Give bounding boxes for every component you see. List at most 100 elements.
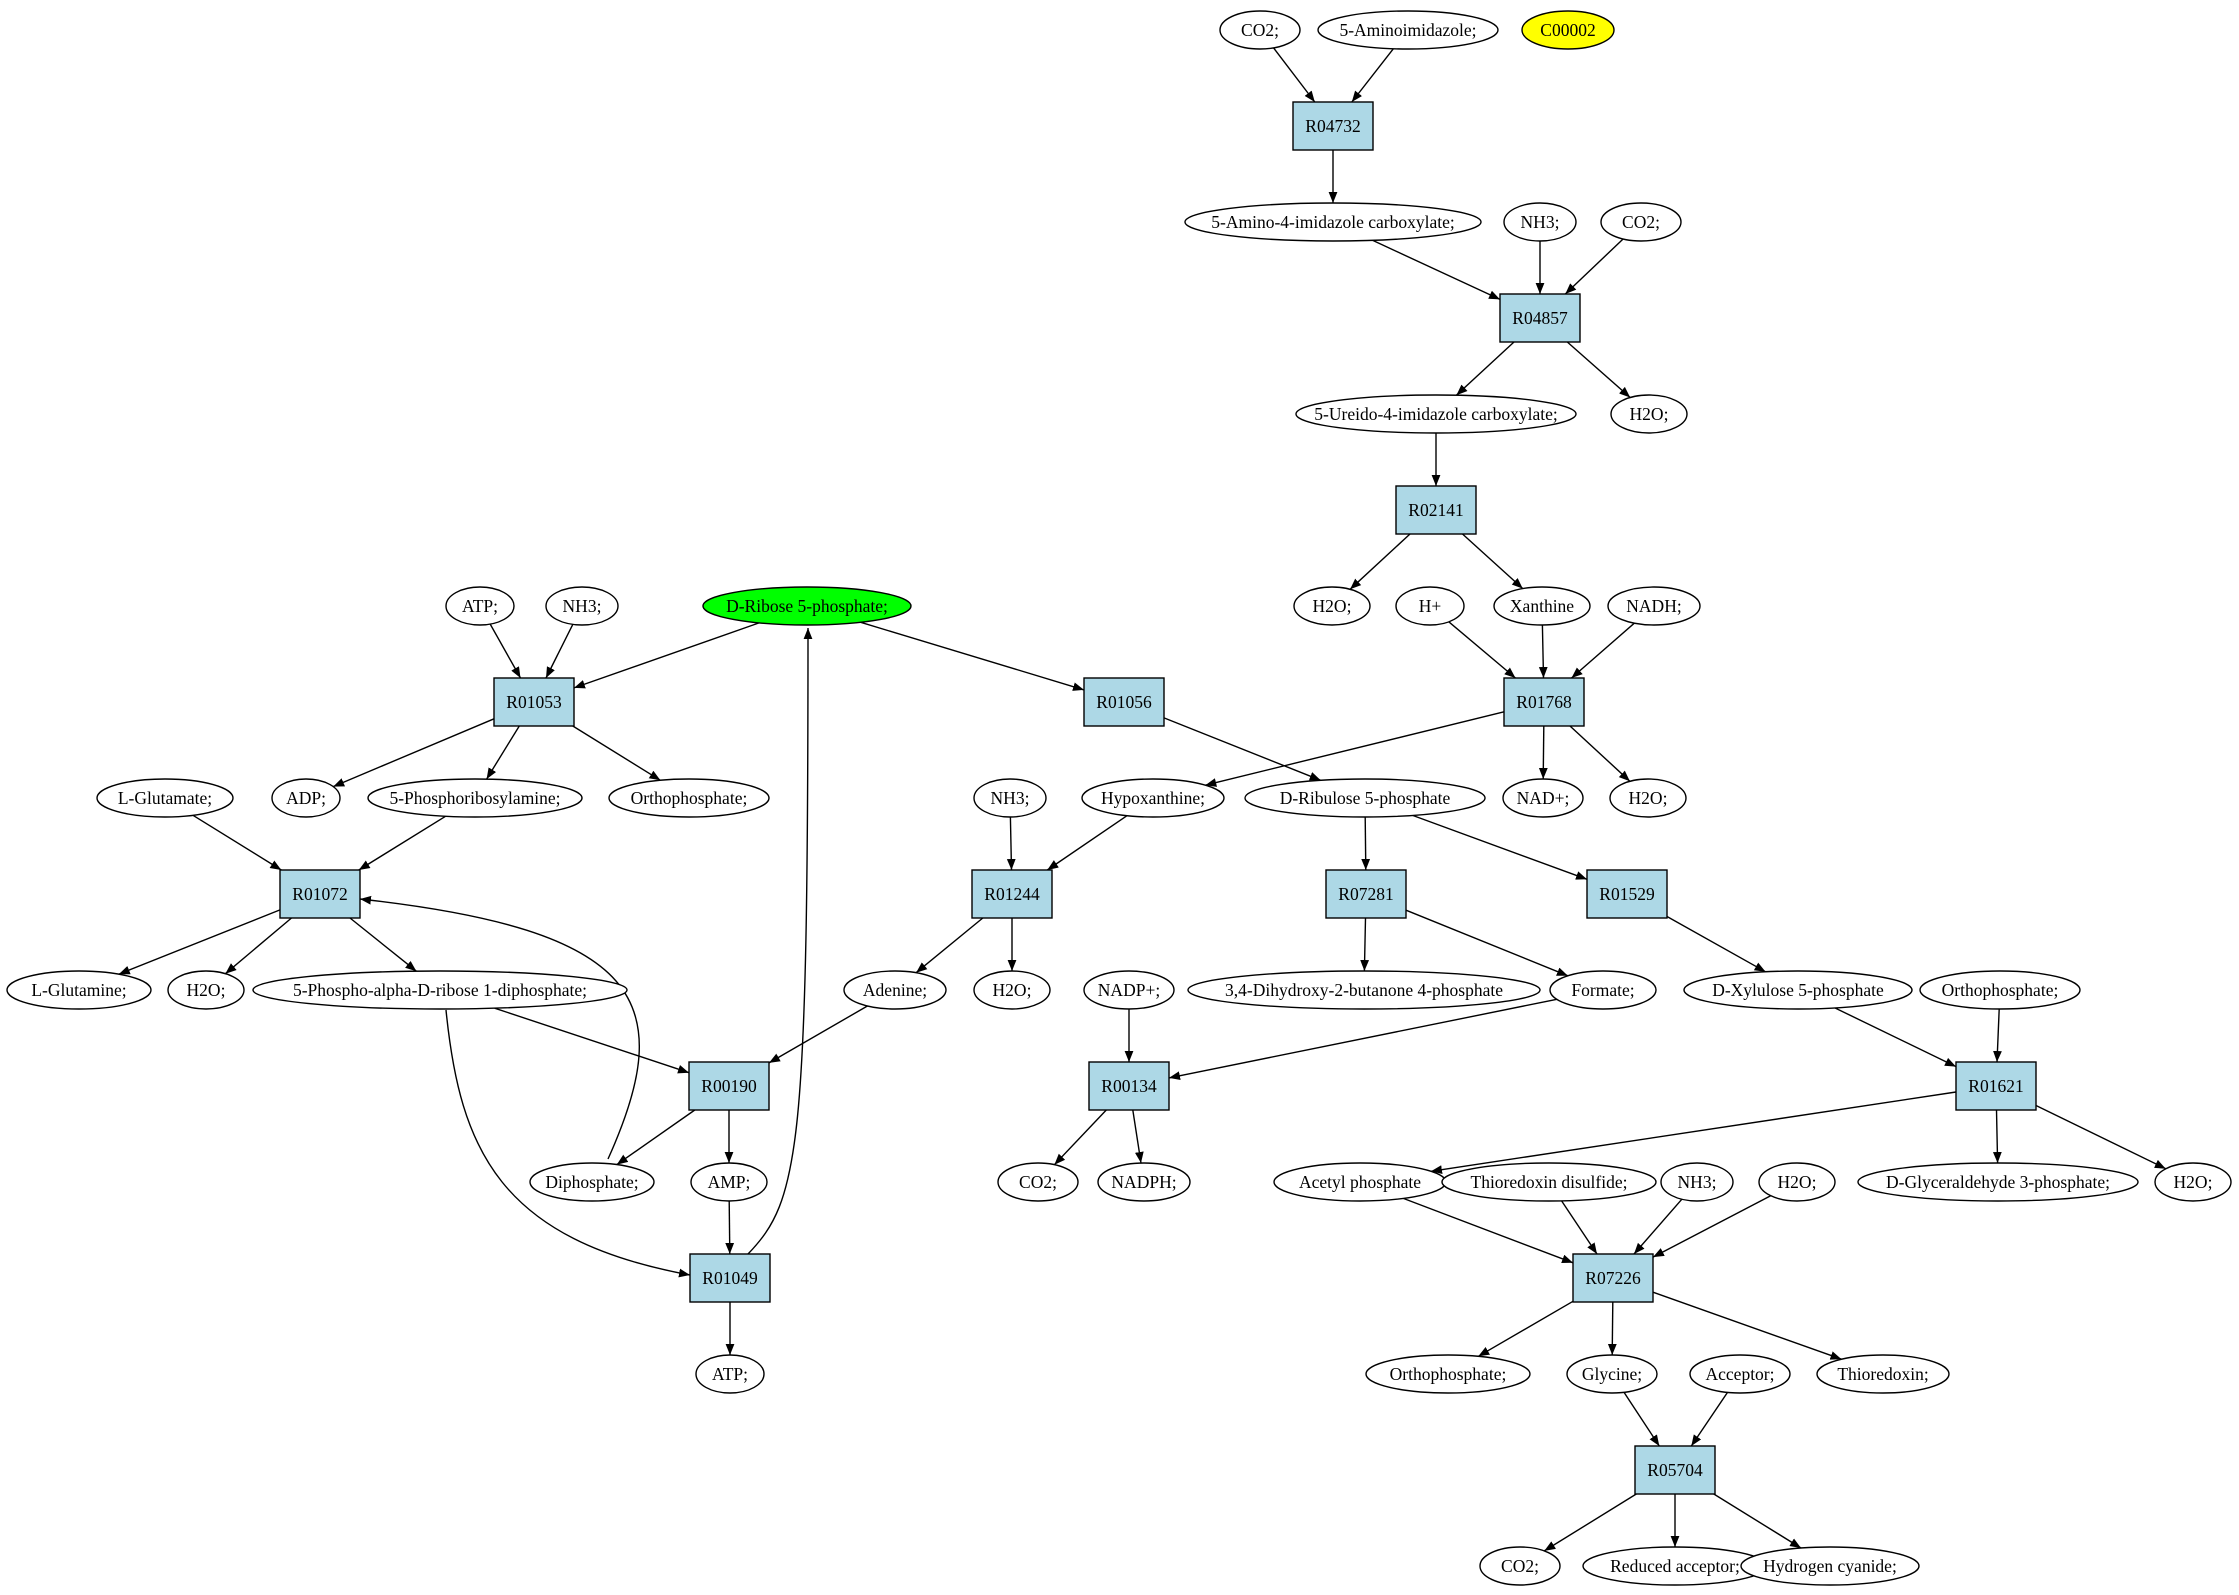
compound-node-c_nadplus[interactable]: NAD+; <box>1502 778 1584 818</box>
reaction-node-r_R01621[interactable]: R01621 <box>1955 1061 2037 1111</box>
compound-ellipse <box>997 1162 1079 1202</box>
compound-node-c_h2o_e[interactable]: H2O; <box>973 970 1051 1010</box>
compound-node-c_adp[interactable]: ADP; <box>271 778 341 818</box>
compound-node-c_c00002[interactable]: C00002 <box>1521 10 1615 50</box>
edge-c_xu5p-to-r_R01621 <box>1834 1007 1957 1068</box>
reaction-box <box>1395 485 1477 535</box>
compound-ellipse <box>1502 778 1584 818</box>
compound-node-c_hypoxanthine[interactable]: Hypoxanthine; <box>1081 778 1225 818</box>
compound-node-c_ortho_b[interactable]: Orthophosphate; <box>1919 970 2081 1010</box>
compound-node-c_prpp[interactable]: 5-Phospho-alpha-D-ribose 1-diphosphate; <box>252 970 628 1010</box>
compound-node-c_xanthine[interactable]: Xanthine <box>1493 586 1591 626</box>
compound-node-c_nadph[interactable]: NADPH; <box>1097 1162 1191 1202</box>
compound-node-c_atp_a[interactable]: ATP; <box>445 586 515 626</box>
node-label: Thioredoxin; <box>1837 1364 1928 1384</box>
compound-node-c_nh3_b[interactable]: NH3; <box>545 586 619 626</box>
compound-node-c_acetylp[interactable]: Acetyl phosphate <box>1273 1162 1447 1202</box>
node-label: R05704 <box>1647 1460 1703 1480</box>
compound-node-c_5pra[interactable]: 5-Phosphoribosylamine; <box>367 778 583 818</box>
reaction-node-r_R04732[interactable]: R04732 <box>1292 101 1374 151</box>
compound-node-c_nadh[interactable]: NADH; <box>1607 586 1701 626</box>
compound-node-c_hplus[interactable]: H+ <box>1395 586 1465 626</box>
compound-node-c_formate[interactable]: Formate; <box>1549 970 1657 1010</box>
node-label: CO2; <box>1241 20 1279 40</box>
node-label: R00134 <box>1101 1076 1157 1096</box>
compound-node-c_ru5p[interactable]: D-Ribulose 5-phosphate <box>1244 778 1486 818</box>
compound-node-c_lglutamine[interactable]: L-Glutamine; <box>6 970 152 1010</box>
reaction-node-r_R01244[interactable]: R01244 <box>971 869 1053 919</box>
compound-node-c_ortho_a[interactable]: Orthophosphate; <box>608 778 770 818</box>
compound-node-c_ortho_c[interactable]: Orthophosphate; <box>1365 1354 1531 1394</box>
reaction-node-r_R07226[interactable]: R07226 <box>1572 1253 1654 1303</box>
compound-node-c_g3p[interactable]: D-Glyceraldehyde 3-phosphate; <box>1857 1162 2139 1202</box>
reaction-node-r_R00190[interactable]: R00190 <box>688 1061 770 1111</box>
compound-ellipse <box>1610 394 1688 434</box>
edge-r_R04857-to-c_5u4ic <box>1455 341 1515 396</box>
compound-node-c_h2o_a[interactable]: H2O; <box>1610 394 1688 434</box>
reaction-node-r_R01529[interactable]: R01529 <box>1586 869 1668 919</box>
compound-node-c_lglutamate[interactable]: L-Glutamate; <box>96 778 234 818</box>
compound-node-c_atp_b[interactable]: ATP; <box>695 1354 765 1394</box>
reaction-node-r_R07281[interactable]: R07281 <box>1325 869 1407 919</box>
compound-node-c_nh3_c[interactable]: NH3; <box>973 778 1047 818</box>
compound-node-c_h2o_d[interactable]: H2O; <box>167 970 245 1010</box>
compound-node-c_thioredoxin[interactable]: Thioredoxin; <box>1816 1354 1950 1394</box>
compound-node-c_5a4ic[interactable]: 5-Amino-4-imidazole carboxylate; <box>1184 202 1482 242</box>
compound-node-c_5u4ic[interactable]: 5-Ureido-4-imidazole carboxylate; <box>1295 394 1577 434</box>
node-label: R01056 <box>1096 692 1152 712</box>
edge-c_co2_a-to-r_R04732 <box>1273 47 1316 103</box>
reaction-node-r_R01053[interactable]: R01053 <box>493 677 575 727</box>
edge-r_R01768-to-c_hypoxanthine <box>1205 711 1505 787</box>
compound-node-c_glycine[interactable]: Glycine; <box>1566 1354 1658 1394</box>
compound-node-c_nh3_d[interactable]: NH3; <box>1660 1162 1734 1202</box>
node-label: H+ <box>1419 596 1442 616</box>
compound-ellipse <box>271 778 341 818</box>
compound-node-c_amp[interactable]: AMP; <box>690 1162 768 1202</box>
reaction-box <box>279 869 361 919</box>
reaction-node-r_R02141[interactable]: R02141 <box>1395 485 1477 535</box>
node-label: Adenine; <box>863 980 927 1000</box>
compound-ellipse <box>1317 10 1499 50</box>
compound-node-c_co2_b[interactable]: CO2; <box>1600 202 1682 242</box>
compound-node-c_redacc[interactable]: Reduced acceptor; <box>1582 1546 1768 1586</box>
node-label: R01049 <box>702 1268 758 1288</box>
compound-ellipse <box>1187 970 1541 1010</box>
edge-c_prpp-to-r_R01049 <box>445 1009 691 1278</box>
compound-node-c_nh3_a[interactable]: NH3; <box>1503 202 1577 242</box>
compound-node-c_h2o_g[interactable]: H2O; <box>2154 1162 2232 1202</box>
compound-node-c_co2_d[interactable]: CO2; <box>1479 1546 1561 1586</box>
reaction-node-r_R01056[interactable]: R01056 <box>1083 677 1165 727</box>
reaction-box <box>1083 677 1165 727</box>
node-label: CO2; <box>1622 212 1660 232</box>
reaction-node-r_R00134[interactable]: R00134 <box>1088 1061 1170 1111</box>
reaction-box <box>1572 1253 1654 1303</box>
edge-r_R07226-to-c_glycine <box>1607 1301 1617 1356</box>
compound-node-c_dhbp[interactable]: 3,4-Dihydroxy-2-butanone 4-phosphate <box>1187 970 1541 1010</box>
reaction-node-r_R01049[interactable]: R01049 <box>689 1253 771 1303</box>
compound-node-c_acceptor[interactable]: Acceptor; <box>1689 1354 1791 1394</box>
reaction-box <box>1586 869 1668 919</box>
compound-node-c_h2o_c[interactable]: H2O; <box>1609 778 1687 818</box>
compound-node-c_nadpplus[interactable]: NADP+; <box>1083 970 1175 1010</box>
compound-node-c_xu5p[interactable]: D-Xylulose 5-phosphate <box>1683 970 1913 1010</box>
compound-node-c_r5p[interactable]: D-Ribose 5-phosphate; <box>702 586 912 626</box>
compound-node-c_co2_c[interactable]: CO2; <box>997 1162 1079 1202</box>
compound-node-c_5aminoimidazole[interactable]: 5-Aminoimidazole; <box>1317 10 1499 50</box>
compound-node-c_thiodis[interactable]: Thioredoxin disulfide; <box>1441 1162 1657 1202</box>
compound-node-c_co2_a[interactable]: CO2; <box>1219 10 1301 50</box>
compound-node-c_diphosphate[interactable]: Diphosphate; <box>529 1162 655 1202</box>
node-label: Orthophosphate; <box>1390 1364 1507 1384</box>
compound-node-c_hcn[interactable]: Hydrogen cyanide; <box>1740 1546 1920 1586</box>
reaction-node-r_R01072[interactable]: R01072 <box>279 869 361 919</box>
reaction-node-r_R04857[interactable]: R04857 <box>1499 293 1581 343</box>
reaction-node-r_R05704[interactable]: R05704 <box>1634 1445 1716 1495</box>
node-label: L-Glutamate; <box>118 788 212 808</box>
compound-node-c_h2o_f[interactable]: H2O; <box>1758 1162 1836 1202</box>
node-label: R01053 <box>506 692 562 712</box>
reaction-node-r_R01768[interactable]: R01768 <box>1503 677 1585 727</box>
compound-node-c_adenine[interactable]: Adenine; <box>843 970 947 1010</box>
compound-node-c_h2o_b[interactable]: H2O; <box>1293 586 1371 626</box>
compound-ellipse <box>1660 1162 1734 1202</box>
edge-r_R05704-to-c_hcn <box>1713 1493 1802 1549</box>
compound-ellipse <box>367 778 583 818</box>
